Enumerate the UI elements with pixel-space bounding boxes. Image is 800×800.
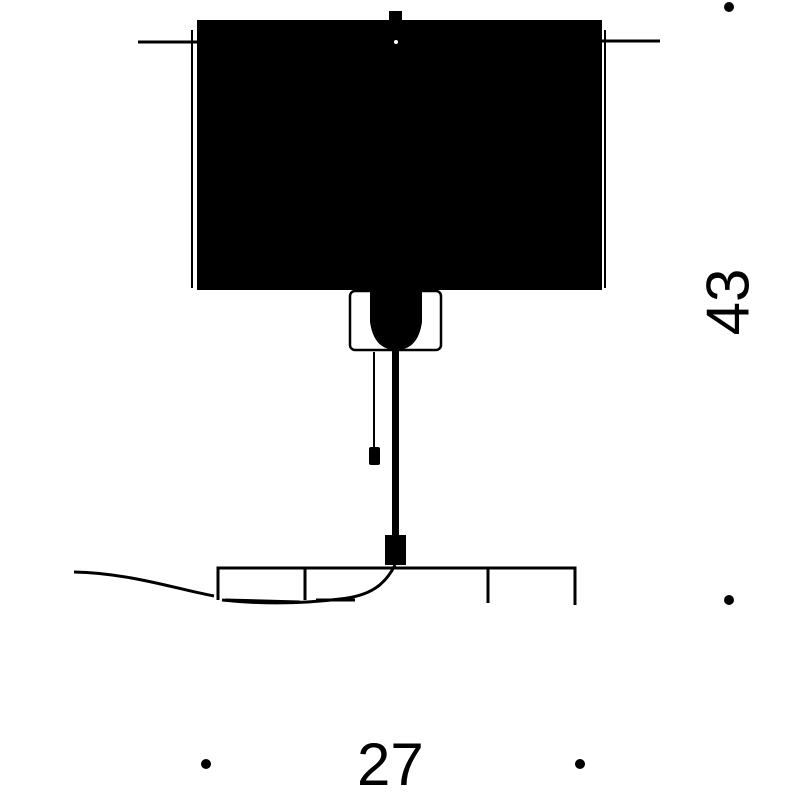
finial (389, 11, 402, 23)
width-marker-left (201, 759, 211, 769)
finial-highlight (394, 40, 398, 44)
height-dimension-label: 43 (694, 268, 762, 336)
lamp-base (216, 566, 577, 605)
base-frame (216, 566, 577, 605)
bulb-holder (370, 291, 422, 350)
width-marker-right (575, 759, 585, 769)
lamp-stem (369, 348, 406, 565)
stem-rod (392, 348, 399, 538)
lamp-socket (348, 289, 443, 352)
lamp-shade (138, 11, 660, 290)
width-dimension-label: 27 (357, 731, 424, 798)
height-marker-bottom (724, 595, 734, 605)
power-cord (73, 564, 397, 605)
dimension-markers (201, 2, 734, 769)
pull-chain-knob (369, 447, 380, 465)
stem-base-collar (385, 535, 406, 565)
power-cord-line (73, 564, 397, 605)
height-marker-top (724, 2, 734, 12)
shade-body (197, 20, 602, 290)
